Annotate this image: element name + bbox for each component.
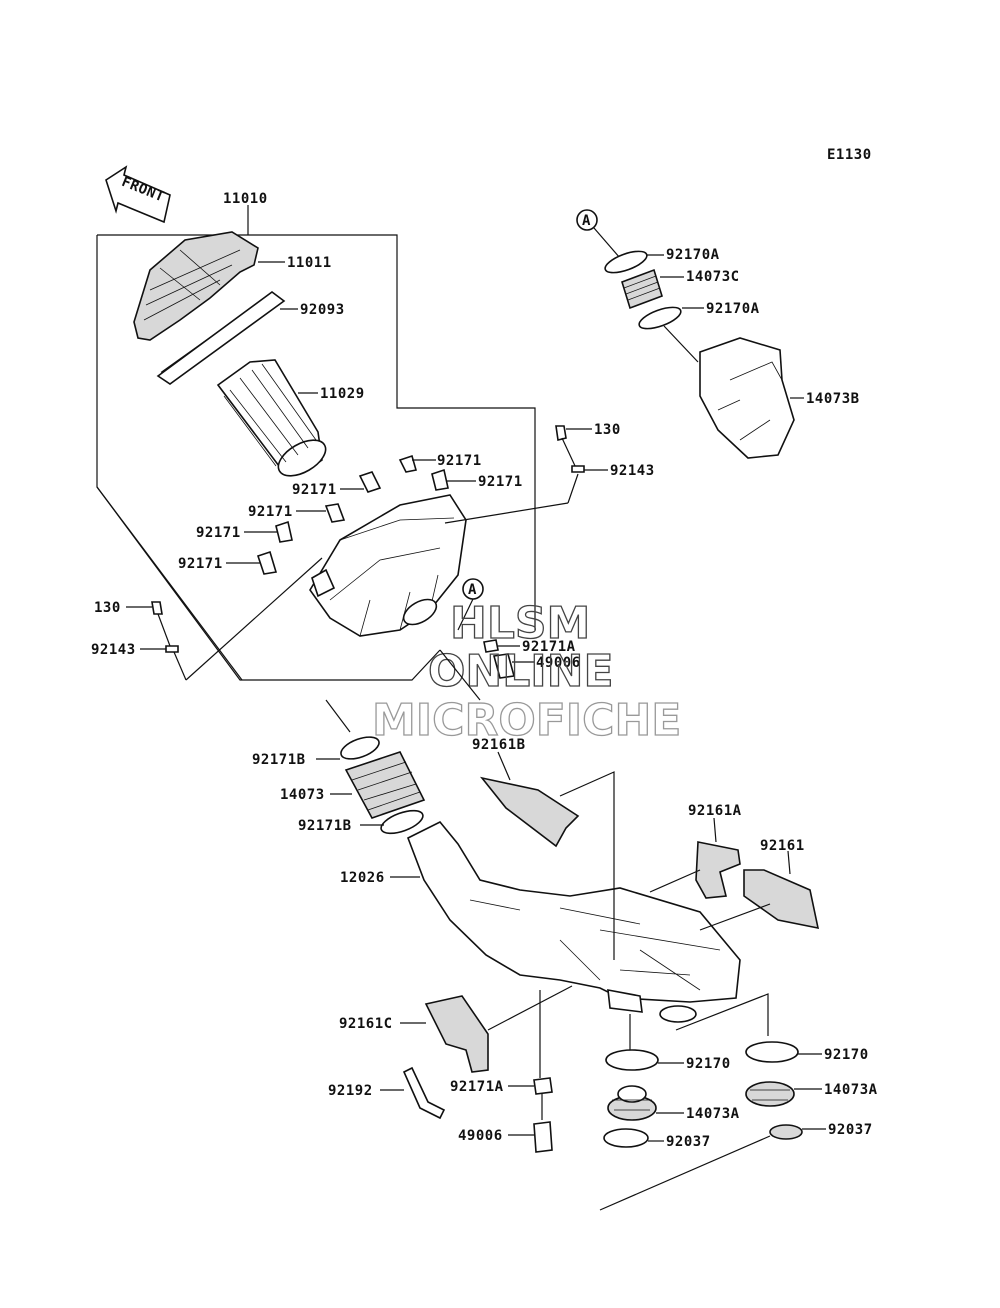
hose-92192: [402, 1066, 446, 1120]
label-92171a-bottom: 92171A: [450, 1079, 504, 1095]
label-92171a-top: 92171A: [522, 639, 576, 655]
gasket-92093: [156, 291, 286, 385]
label-92171-d: 92171: [248, 504, 293, 520]
pad-92161: [743, 869, 820, 930]
boot-14073: [344, 751, 426, 819]
clip-92171-icons: [256, 454, 449, 575]
bolt-130-right: [555, 425, 585, 473]
label-92170-right: 92170: [824, 1047, 869, 1063]
bolt-130-left: [151, 601, 187, 681]
label-92192: 92192: [328, 1083, 373, 1099]
clamp-92171b-bottom: [380, 809, 424, 835]
ref-marker-a-middle: A: [457, 578, 484, 631]
label-92093: 92093: [300, 302, 345, 318]
clamp-92037-right: [769, 1124, 803, 1140]
label-92171b-1: 92171B: [252, 752, 306, 768]
label-14073c: 14073C: [686, 269, 740, 285]
clamp-92170-right: [745, 1041, 799, 1063]
label-92170a-2: 92170A: [706, 301, 760, 317]
label-92171-e: 92171: [196, 525, 241, 541]
air-cleaner-case: [309, 494, 467, 637]
label-14073a-right: 14073A: [824, 1082, 878, 1098]
hose-14073c: [621, 268, 663, 310]
label-49006-top: 49006: [536, 655, 581, 671]
front-arrow-icon: FRONT: [105, 165, 171, 224]
label-92037-left: 92037: [666, 1134, 711, 1150]
filter-element-11029: [216, 359, 327, 477]
label-92037-right: 92037: [828, 1122, 873, 1138]
ref-marker-a-top: A: [576, 209, 621, 259]
pad-92161a: [695, 841, 741, 899]
watermark: HLSM ONLINE MICROFICHE: [371, 597, 682, 746]
boot-14073a-right: [745, 1081, 795, 1107]
clamp-92037-left: [603, 1128, 649, 1148]
label-92171-b: 92171: [478, 474, 523, 490]
label-92171-f: 92171: [178, 556, 223, 572]
label-11010: 11010: [223, 191, 268, 207]
label-92161a: 92161A: [688, 803, 742, 819]
clamp-92170-left: [605, 1049, 659, 1071]
label-11029: 11029: [320, 386, 365, 402]
label-12026: 12026: [340, 870, 385, 886]
label-92161: 92161: [760, 838, 805, 854]
clamp-92170a-top: [604, 250, 648, 274]
label-92143-left: 92143: [91, 642, 136, 658]
label-14073b: 14073B: [806, 391, 860, 407]
watermark-line-3: MICROFICHE: [372, 695, 681, 746]
clamp-92170a-bottom: [638, 306, 682, 330]
label-92171b-2: 92171B: [298, 818, 352, 834]
label-92171-c: 92171: [292, 482, 337, 498]
ref-marker-a-top-text: A: [582, 213, 591, 229]
clip-92171a-top: [483, 639, 516, 679]
watermark-line-1: HLSM: [450, 598, 590, 649]
clamp-92171b-top: [340, 736, 380, 760]
hose-49006-bottom: [533, 1121, 553, 1153]
label-92170-left: 92170: [686, 1056, 731, 1072]
clip-92171a-bottom: [533, 1077, 553, 1095]
label-14073: 14073: [280, 787, 325, 803]
intake-duct-12026: [406, 820, 741, 1023]
label-14073a-left: 14073A: [686, 1106, 740, 1122]
diagram-code: E1130: [827, 147, 872, 163]
watermark-line-2: ONLINE: [428, 646, 614, 697]
label-49006-bottom: 49006: [458, 1128, 503, 1144]
duct-14073b: [699, 337, 795, 459]
label-130-left: 130: [94, 600, 121, 616]
pad-92161b: [479, 776, 580, 848]
air-cleaner-cover-11011: [133, 231, 259, 341]
label-92161c: 92161C: [339, 1016, 393, 1032]
label-11011: 11011: [287, 255, 332, 271]
pad-92161c: [424, 995, 489, 1073]
label-92161b: 92161B: [472, 737, 526, 753]
label-130-right: 130: [594, 422, 621, 438]
label-92171-a: 92171: [437, 453, 482, 469]
assembly-outline: [96, 205, 536, 681]
label-92143-right: 92143: [610, 463, 655, 479]
ref-marker-a-middle-text: A: [468, 582, 477, 598]
boot-14073a-left: [607, 1085, 657, 1121]
label-92170a-1: 92170A: [666, 247, 720, 263]
